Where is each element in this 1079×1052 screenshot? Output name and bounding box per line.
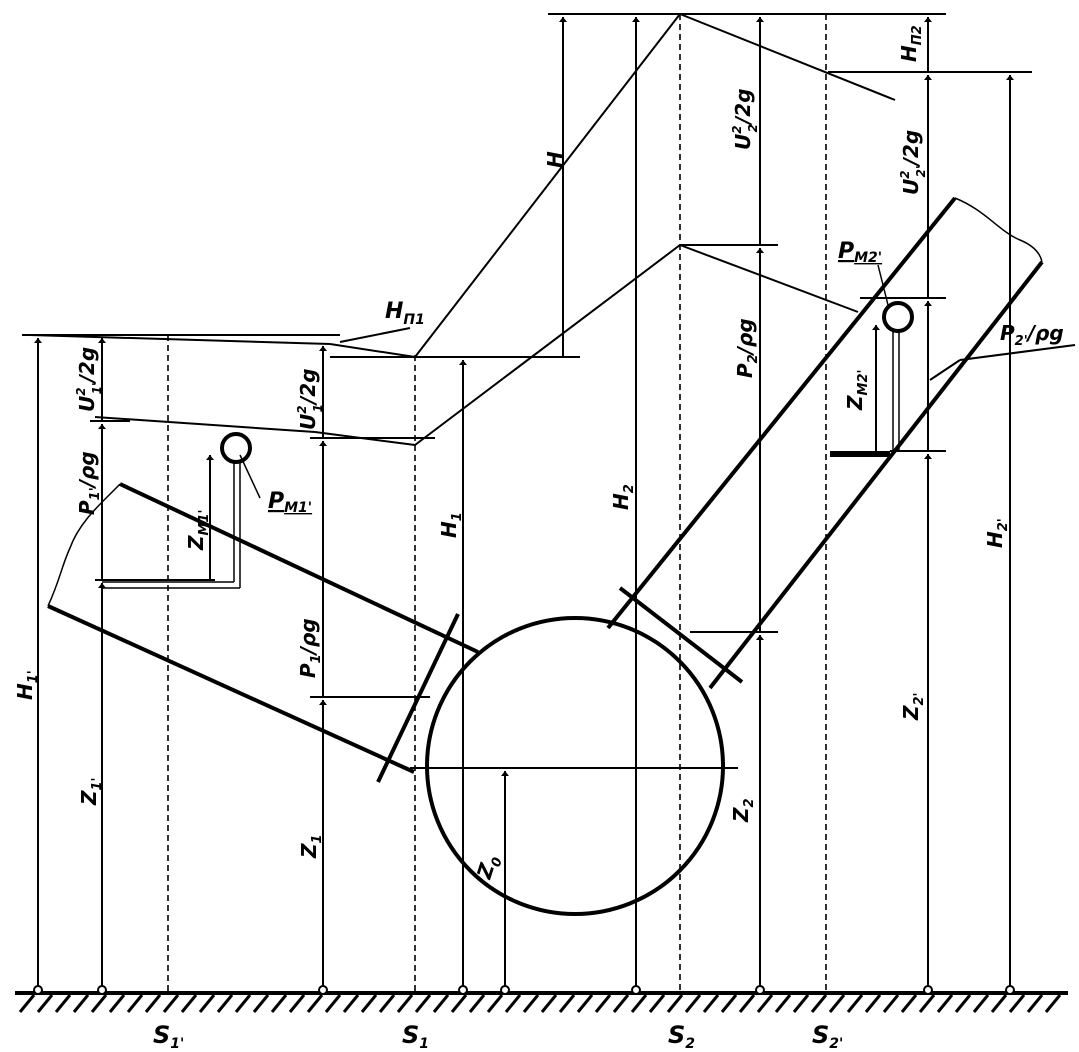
label-Z1p: Z1' (77, 777, 105, 806)
label-S2p: S2' (812, 1021, 843, 1052)
label-pm2: PM2' (838, 239, 882, 266)
label-Z0: Z0 (472, 852, 506, 884)
suction-pipe (47, 482, 479, 783)
label-H2: H2 (609, 484, 637, 510)
label-Z2: Z2 (729, 798, 757, 823)
discharge-pipe (606, 196, 1044, 690)
label-H2p: H2' (983, 518, 1011, 548)
gauge-m2 (830, 264, 914, 457)
label-p1-pg: P1/ρg (296, 618, 324, 678)
label-zm2: ZM2' (843, 370, 871, 411)
label-Hp2: HП2 (897, 25, 925, 62)
label-H1: H1 (437, 512, 465, 538)
label-S1: S1 (402, 1021, 429, 1052)
label-p2p-pg: P2'/ρg (1000, 321, 1064, 349)
ground-hatching (18, 994, 1062, 1013)
label-p1p-pg: P1'/ρg (75, 451, 103, 515)
label-Z2p: Z2' (899, 692, 927, 721)
ground-nodes (33, 985, 1015, 995)
suction-flange (376, 613, 460, 783)
energy-lines (29, 13, 896, 446)
dimension-arrows (34, 17, 1014, 993)
label-Z1: Z1 (297, 834, 325, 859)
gauge-m2-icon (882, 301, 914, 333)
label-H1p: H1' (13, 670, 41, 700)
label-S1p: S1' (153, 1021, 184, 1052)
label-S2: S2 (668, 1021, 695, 1052)
label-zm1: ZM1' (184, 510, 212, 551)
leader-lines (339, 327, 1076, 381)
section-lines (167, 14, 827, 993)
datum-ground (15, 991, 1068, 1013)
gauge-m1-icon (220, 432, 252, 464)
label-p2-pg: P2/ρg (733, 318, 761, 378)
horizontal-levels (22, 13, 1032, 769)
label-pm1: PM1' (268, 489, 312, 516)
label-Hp1: HП1 (385, 299, 425, 328)
discharge-flange (618, 586, 744, 684)
pump-casing (425, 616, 725, 916)
label-H: H (543, 151, 567, 168)
gauge-m1 (102, 432, 261, 589)
